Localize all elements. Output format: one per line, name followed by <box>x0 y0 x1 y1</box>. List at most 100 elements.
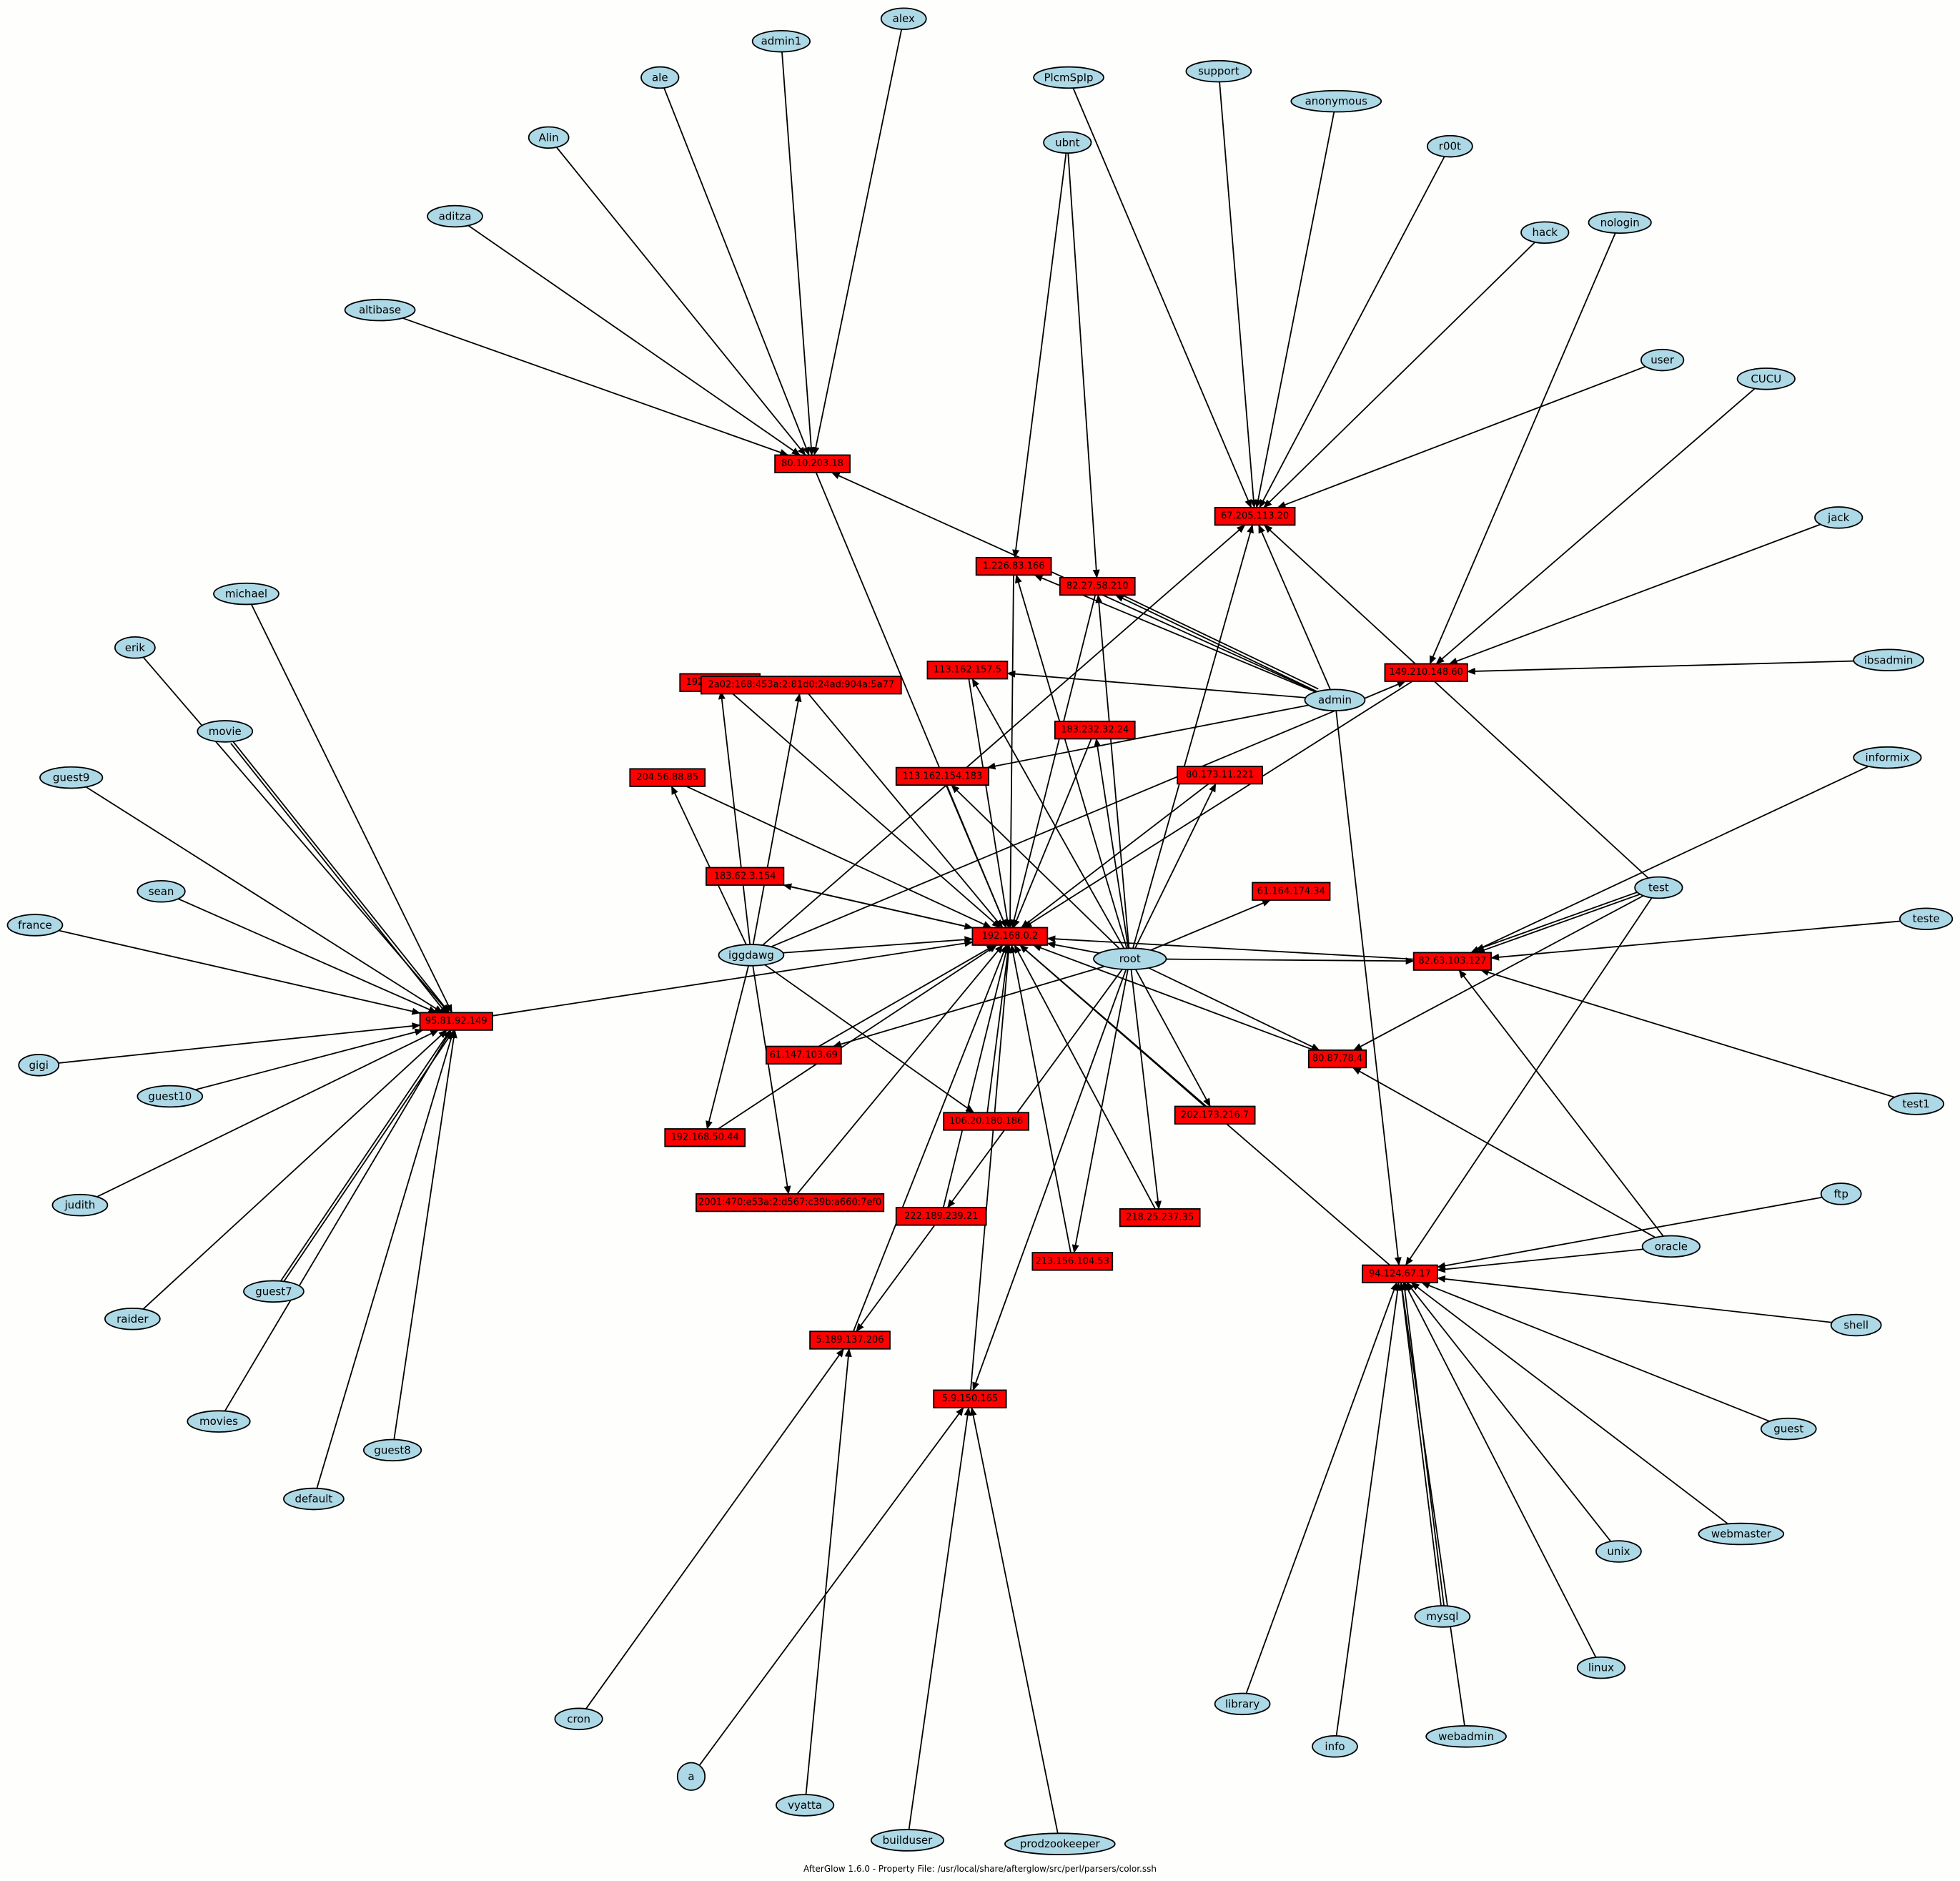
edge-i_192_50_47-to-i_192_168_0_2 <box>729 691 1001 929</box>
user-node-shape <box>283 1487 345 1511</box>
edge-u_user-to-i_67 <box>1277 365 1646 508</box>
edge-u_oracle-to-i_80_87 <box>1352 1067 1656 1238</box>
ip-node-shape <box>1177 765 1263 785</box>
user-node-u_admin: admin <box>1304 688 1366 711</box>
ip-node-i_5_9: 5.9.150.165 <box>933 1389 1007 1408</box>
edge-u_vyatta-to-i_5_189 <box>805 1348 852 1795</box>
user-node-label: shell <box>1843 1319 1869 1332</box>
user-node-label: gigi <box>29 1059 49 1072</box>
user-node-u_guest7: guest7 <box>243 1280 305 1303</box>
user-node-shape <box>1830 1313 1882 1337</box>
ip-node-i_218: 218.25.237.35 <box>1119 1208 1201 1228</box>
edge-i_82_27-to-i_192_168_0_2 <box>1010 595 1097 929</box>
edge-u_library-to-i_94 <box>1245 1282 1397 1694</box>
user-node-shape <box>1093 947 1167 970</box>
ip-node-i_82_27: 82.27.58.210 <box>1059 576 1136 596</box>
user-node-shape <box>137 1085 204 1108</box>
edge-u_root-to-i_80_87 <box>1148 967 1320 1051</box>
edge-i_213-to-i_192_168_0_2 <box>1009 944 1071 1253</box>
user-node-label: sean <box>149 885 174 898</box>
user-node-shape <box>528 126 570 149</box>
user-node-label: hack <box>1532 226 1558 239</box>
ip-node-label: 113.162.154.183 <box>903 771 983 781</box>
edge-u_ubnt-to-i_1_226 <box>1012 153 1067 558</box>
user-node-shape <box>1698 1522 1785 1546</box>
user-node-label: iggdawg <box>728 949 774 962</box>
user-node-shape <box>1641 1235 1701 1258</box>
user-node-shape <box>18 1054 60 1077</box>
edge-u_iggdawg-to-i_192_168_0_2 <box>783 936 974 954</box>
edge-u_root-to-i_82_63 <box>1166 957 1415 965</box>
user-node-label: guest8 <box>374 1443 411 1456</box>
edge-u_oracle-to-i_82_63 <box>1458 969 1664 1237</box>
user-node-u_mysql: mysql <box>1414 1605 1471 1628</box>
edge-i_1_226-to-i_192_168_0_2 <box>1006 575 1014 929</box>
edge-u_info-to-i_94 <box>1335 1282 1402 1737</box>
user-node-u_anonymous: anonymous <box>1290 89 1382 113</box>
user-node-u_ibsadmin: ibsadmin <box>1853 648 1924 672</box>
ip-node-label: 2001:470:e53a:2:d567:c39b:a660:7ef0 <box>698 1198 881 1208</box>
user-node-label: vyatta <box>788 1799 822 1812</box>
user-node-label: mysql <box>1426 1610 1458 1623</box>
edge-u_admin-to-i_94 <box>1335 710 1402 1266</box>
ip-node-label: 80.87.78.4 <box>1312 1054 1362 1065</box>
user-node-u_prodzookeeper: prodzookeeper <box>1004 1832 1116 1855</box>
user-node-label: info <box>1325 1740 1345 1753</box>
edge-u_webmaster-to-i_94 <box>1410 1282 1728 1525</box>
edge-u_alin-to-i_80_10 <box>555 147 806 456</box>
user-node-u_teste: teste <box>1899 907 1954 930</box>
user-node-u_judith: judith <box>51 1193 109 1217</box>
edge-u_ftp-to-i_94 <box>1436 1196 1823 1270</box>
user-node-shape <box>1820 1183 1862 1205</box>
user-node-u_cron: cron <box>554 1707 603 1731</box>
edge-u_mysql-to-i_94 <box>1398 1282 1442 1606</box>
edge-u_test-to-i_82_63 <box>1475 891 1640 951</box>
user-node-u_ubnt: ubnt <box>1043 131 1092 154</box>
user-node-u_hack: hack <box>1520 221 1570 245</box>
ip-node-i_222: 222.189.239.21 <box>895 1207 987 1226</box>
user-node-shape <box>362 1438 422 1462</box>
user-node-label: support <box>1198 65 1239 78</box>
edge-u_nologin-to-i_149 <box>1429 232 1616 665</box>
ip-node-shape <box>1119 1208 1201 1228</box>
ip-node-shape <box>1307 1049 1367 1069</box>
edge-u_iggdawg-to-i_ipv6a <box>752 693 802 945</box>
ip-node-i_80_10: 80.10.203.18 <box>774 454 851 473</box>
user-node-shape <box>1760 1417 1817 1441</box>
edge-i_204-to-i_192_168_0_2 <box>685 786 992 929</box>
ip-node-i_1_226: 1.226.83.166 <box>975 556 1052 576</box>
ip-node-i_ipv6a: 2a02:168:453a:2:81d0:24ad:904a:5a77 <box>701 676 902 695</box>
user-node-shape <box>1043 131 1092 154</box>
user-node-label: ubnt <box>1055 136 1080 149</box>
edge-u_sean-to-i_95 <box>177 898 437 1014</box>
ip-node-i_106: 106.20.180.186 <box>943 1112 1029 1131</box>
user-node-shape <box>427 204 483 228</box>
user-node-u_guest: guest <box>1760 1417 1817 1441</box>
user-node-shape <box>880 7 927 30</box>
user-node-u_webadmin: webadmin <box>1425 1725 1507 1748</box>
edge-u_iggdawg-to-i_ipv6b <box>752 965 791 1195</box>
edge-i_192_168_0_2-to-i_183_62 <box>783 883 973 929</box>
user-node-u_plcm: PlcmSpIp <box>1033 66 1104 89</box>
ip-node-i_61_147: 61.147.103.69 <box>765 1045 842 1065</box>
user-node-label: guest7 <box>255 1285 292 1298</box>
user-node-label: library <box>1225 1697 1259 1710</box>
edge-u_aditza-to-i_80_10 <box>467 224 801 456</box>
user-node-u_vyatta: vyatta <box>775 1794 835 1817</box>
ip-node-shape <box>774 454 851 473</box>
ip-node-i_61_164: 61.164.174.34 <box>1252 882 1331 901</box>
edge-u_root-to-i_61_147 <box>832 965 1105 1048</box>
user-node-label: ale <box>652 71 668 84</box>
user-node-u_ale: ale <box>640 66 680 89</box>
user-node-shape <box>1214 1692 1271 1716</box>
user-node-u_nologin: nologin <box>1588 211 1652 234</box>
ip-node-i_113_154: 113.162.154.183 <box>895 766 990 786</box>
ip-node-i_80_173: 80.173.11.221 <box>1177 765 1263 785</box>
edge-u_cron-to-i_5_189 <box>585 1348 845 1709</box>
user-node-u_ftp: ftp <box>1820 1183 1862 1205</box>
ip-node-label: 183.62.3.154 <box>714 871 776 882</box>
edge-u_root-to-i_5_9 <box>972 969 1127 1391</box>
edge-u_altibase-to-i_80_10 <box>402 317 789 456</box>
user-node-label: alex <box>893 12 915 25</box>
